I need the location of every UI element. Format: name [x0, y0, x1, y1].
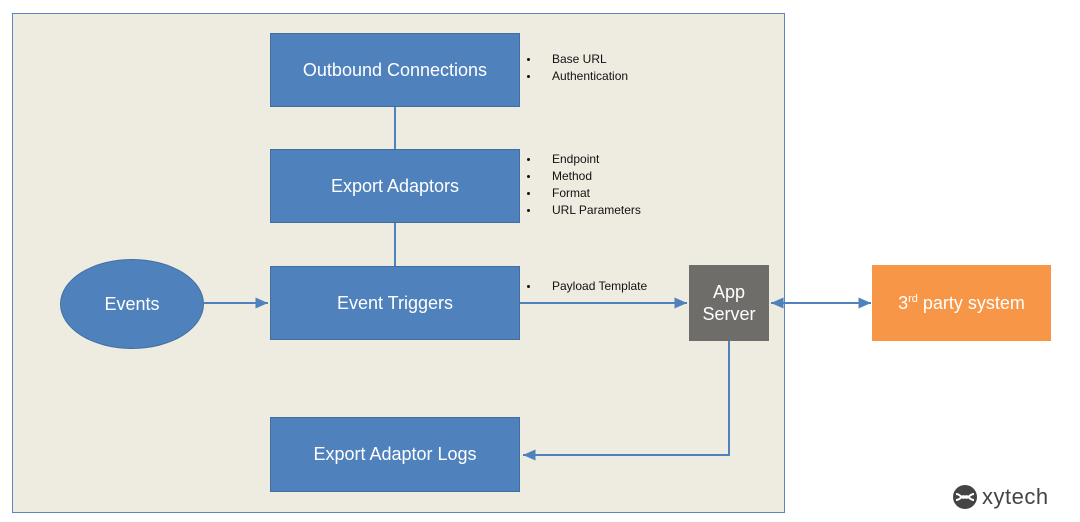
xytech-logo: xytech [952, 484, 1049, 510]
event-triggers-node: Event Triggers [270, 266, 520, 340]
export-adaptors-label: Export Adaptors [330, 175, 460, 196]
note-item: Method [524, 168, 641, 185]
outbound-notes: Base URL Authentication [524, 51, 628, 85]
event-triggers-label: Event Triggers [336, 292, 454, 313]
app-server-node: App Server [689, 265, 769, 341]
app-server-label-line1: App [712, 282, 746, 302]
note-item: Base URL [524, 51, 628, 68]
app-server-label-line2: Server [702, 304, 756, 324]
outbound-connections-node: Outbound Connections [270, 33, 520, 107]
third-party-system-node: 3rd party system [872, 265, 1051, 341]
note-item: Format [524, 185, 641, 202]
note-item: URL Parameters [524, 202, 641, 219]
note-item: Payload Template [524, 278, 647, 295]
note-item: Authentication [524, 68, 628, 85]
export-adaptors-node: Export Adaptors [270, 149, 520, 223]
third-party-text: party system [917, 292, 1025, 313]
third-party-number: 3 [898, 292, 909, 313]
note-item: Endpoint [524, 151, 641, 168]
export-adaptor-logs-node: Export Adaptor Logs [270, 417, 520, 492]
outbound-connections-label: Outbound Connections [302, 59, 488, 80]
triggers-notes: Payload Template [524, 278, 647, 295]
third-party-superscript: rd [908, 292, 918, 305]
xytech-logo-icon [953, 485, 977, 509]
arrow-appserver-logs [523, 341, 730, 461]
xytech-logo-text: xytech [982, 484, 1049, 509]
events-node: Events [60, 259, 204, 349]
adaptors-notes: Endpoint Method Format URL Parameters [524, 151, 641, 219]
export-adaptor-logs-label: Export Adaptor Logs [313, 444, 477, 464]
events-label: Events [104, 293, 160, 314]
third-party-system-label: 3rd party system [898, 293, 1025, 314]
